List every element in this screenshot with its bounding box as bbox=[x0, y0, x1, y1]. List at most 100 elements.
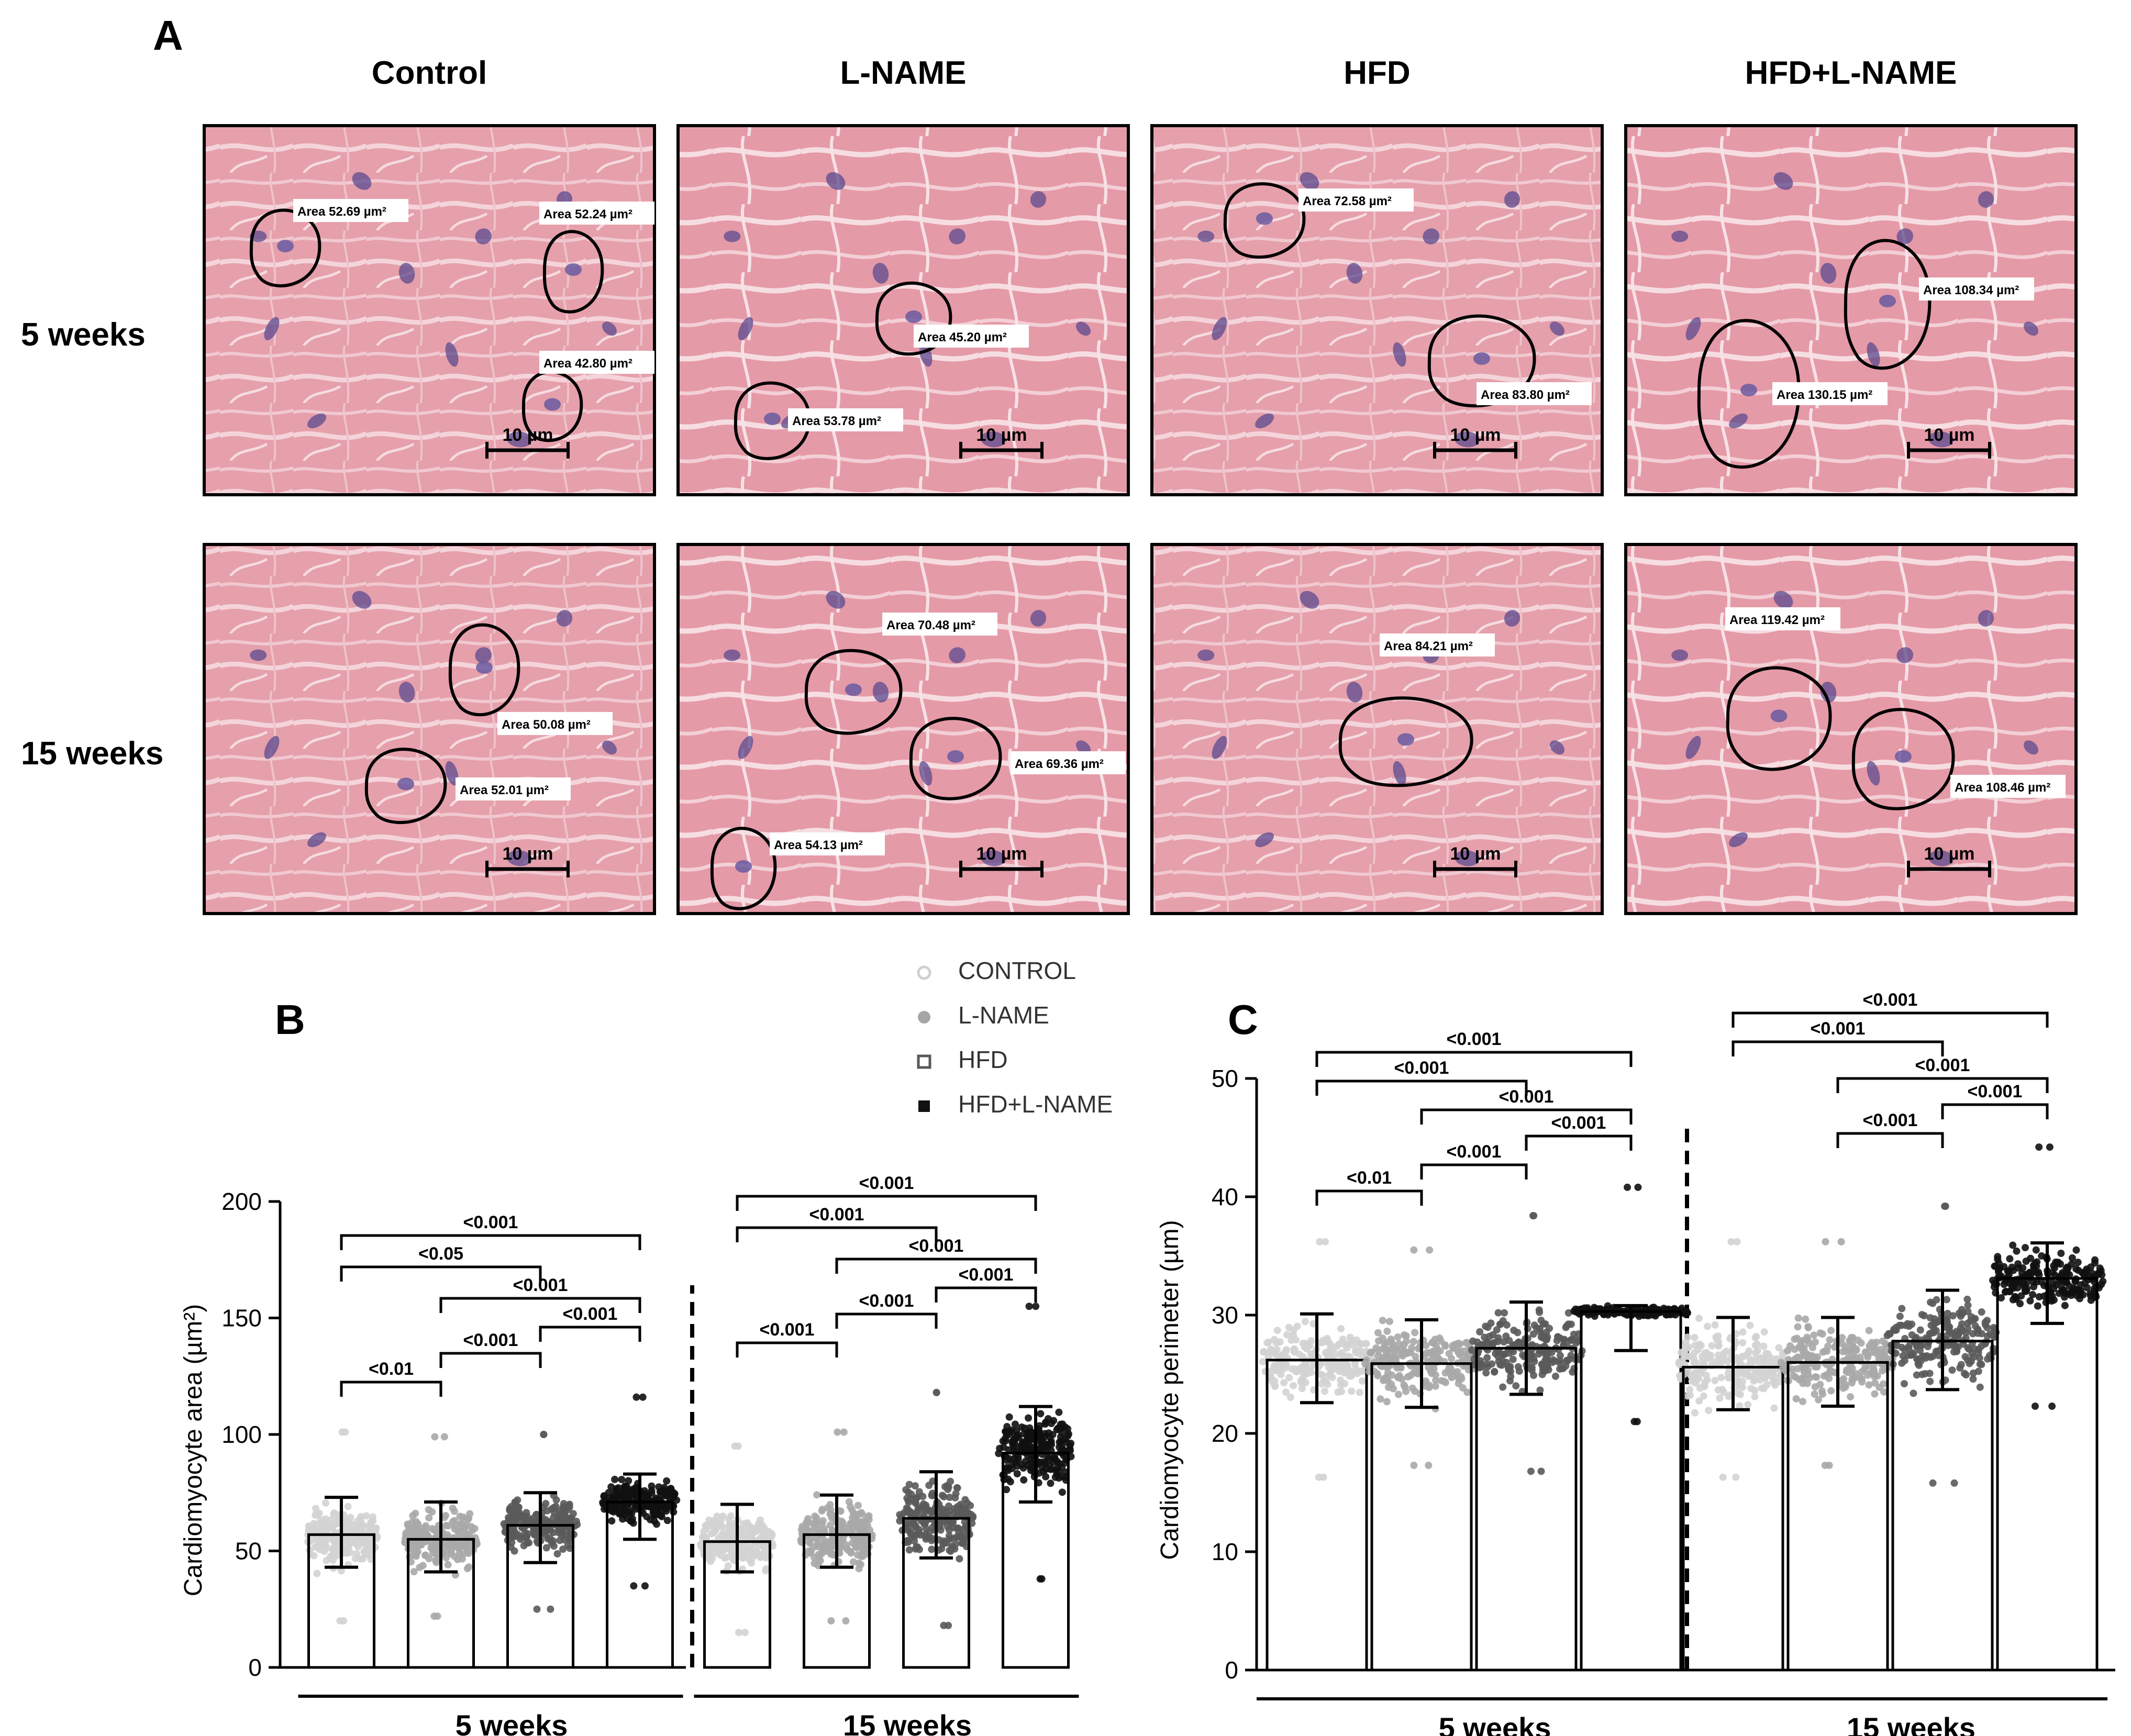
nucleus bbox=[445, 761, 459, 786]
area-label: Area 50.08 µm² bbox=[502, 718, 591, 732]
area-label-box bbox=[1477, 382, 1592, 405]
nucleus bbox=[1197, 649, 1215, 661]
data-point bbox=[1329, 1365, 1337, 1373]
data-point bbox=[1548, 1359, 1556, 1366]
data-point bbox=[416, 1563, 424, 1571]
data-point bbox=[739, 1526, 747, 1534]
data-point bbox=[367, 1555, 375, 1563]
data-point bbox=[330, 1538, 338, 1545]
data-point bbox=[1810, 1331, 1818, 1339]
data-point bbox=[1337, 1388, 1345, 1396]
data-point bbox=[1055, 1474, 1063, 1482]
data-point bbox=[1926, 1377, 1934, 1385]
data-point bbox=[1880, 1388, 1888, 1396]
data-point bbox=[1869, 1370, 1877, 1377]
data-point bbox=[508, 1539, 516, 1546]
data-point bbox=[1805, 1351, 1813, 1359]
data-point bbox=[1336, 1350, 1344, 1358]
nucleus bbox=[826, 591, 846, 609]
nucleus bbox=[602, 321, 617, 336]
data-point bbox=[1990, 1323, 1997, 1331]
data-point bbox=[1005, 1413, 1013, 1421]
data-point bbox=[1962, 1371, 1970, 1379]
data-point bbox=[619, 1515, 627, 1523]
data-point bbox=[945, 1621, 952, 1629]
data-point bbox=[1797, 1342, 1805, 1350]
data-point bbox=[2072, 1246, 2080, 1254]
data-point bbox=[1037, 1445, 1045, 1453]
data-point bbox=[1791, 1345, 1799, 1353]
data-point bbox=[451, 1525, 459, 1533]
data-point bbox=[1401, 1348, 1408, 1355]
data-point bbox=[1468, 1346, 1475, 1354]
data-point bbox=[914, 1543, 922, 1551]
y-tick-label: 150 bbox=[221, 1305, 262, 1332]
data-point bbox=[2060, 1293, 2068, 1301]
significance-bracket bbox=[736, 1226, 938, 1242]
data-point bbox=[1913, 1371, 1921, 1379]
data-point bbox=[762, 1554, 770, 1562]
data-point bbox=[1941, 1203, 1949, 1210]
data-point bbox=[2006, 1279, 2014, 1287]
data-point bbox=[1036, 1575, 1044, 1583]
nucleus bbox=[1729, 832, 1748, 848]
data-point bbox=[1538, 1371, 1546, 1378]
data-point bbox=[2038, 1252, 2046, 1260]
p-value-label: <0.001 bbox=[1394, 1058, 1449, 1078]
data-point bbox=[614, 1503, 621, 1511]
data-point bbox=[995, 1450, 1003, 1457]
data-point bbox=[1974, 1367, 1982, 1375]
cell-outline bbox=[1338, 696, 1473, 787]
nucleus bbox=[2024, 740, 2038, 755]
data-point bbox=[1055, 1408, 1063, 1416]
data-point bbox=[1483, 1360, 1491, 1368]
data-point bbox=[1864, 1353, 1872, 1361]
data-point bbox=[354, 1543, 362, 1551]
data-point bbox=[425, 1506, 432, 1514]
data-point bbox=[1036, 1429, 1044, 1437]
data-point bbox=[1827, 1387, 1835, 1395]
data-point bbox=[461, 1524, 469, 1532]
data-point bbox=[1803, 1379, 1811, 1387]
data-point bbox=[1064, 1432, 1072, 1440]
data-point bbox=[515, 1510, 523, 1518]
data-point bbox=[648, 1482, 656, 1490]
data-point bbox=[1715, 1342, 1723, 1350]
data-point bbox=[1003, 1486, 1011, 1494]
significance-bracket bbox=[1315, 1051, 1633, 1067]
data-point bbox=[2051, 1264, 2059, 1272]
data-point bbox=[1530, 1321, 1538, 1329]
data-point bbox=[1976, 1360, 1984, 1368]
data-point bbox=[1758, 1384, 1766, 1392]
data-point bbox=[1968, 1350, 1976, 1357]
data-point bbox=[444, 1561, 452, 1568]
data-point bbox=[1732, 1473, 1740, 1481]
data-point bbox=[1762, 1371, 1770, 1378]
data-point bbox=[828, 1514, 836, 1522]
area-label-box bbox=[882, 613, 997, 636]
scatter-points bbox=[500, 1431, 581, 1613]
data-point bbox=[447, 1550, 455, 1557]
data-point bbox=[1804, 1336, 1812, 1344]
data-point bbox=[2066, 1283, 2073, 1290]
cell-outline bbox=[804, 649, 903, 735]
data-point bbox=[1058, 1437, 1066, 1445]
y-tick-label: 100 bbox=[221, 1421, 262, 1448]
data-point bbox=[729, 1521, 737, 1529]
nucleus bbox=[1076, 740, 1091, 755]
data-point bbox=[940, 1493, 948, 1501]
data-point bbox=[905, 1481, 913, 1488]
data-point bbox=[914, 1493, 922, 1501]
data-point bbox=[1302, 1378, 1309, 1386]
data-point bbox=[2013, 1247, 2021, 1255]
data-point bbox=[765, 1528, 773, 1535]
nucleus bbox=[872, 263, 889, 284]
data-point bbox=[1006, 1428, 1014, 1435]
data-point bbox=[523, 1533, 530, 1541]
data-point bbox=[2061, 1301, 2069, 1309]
